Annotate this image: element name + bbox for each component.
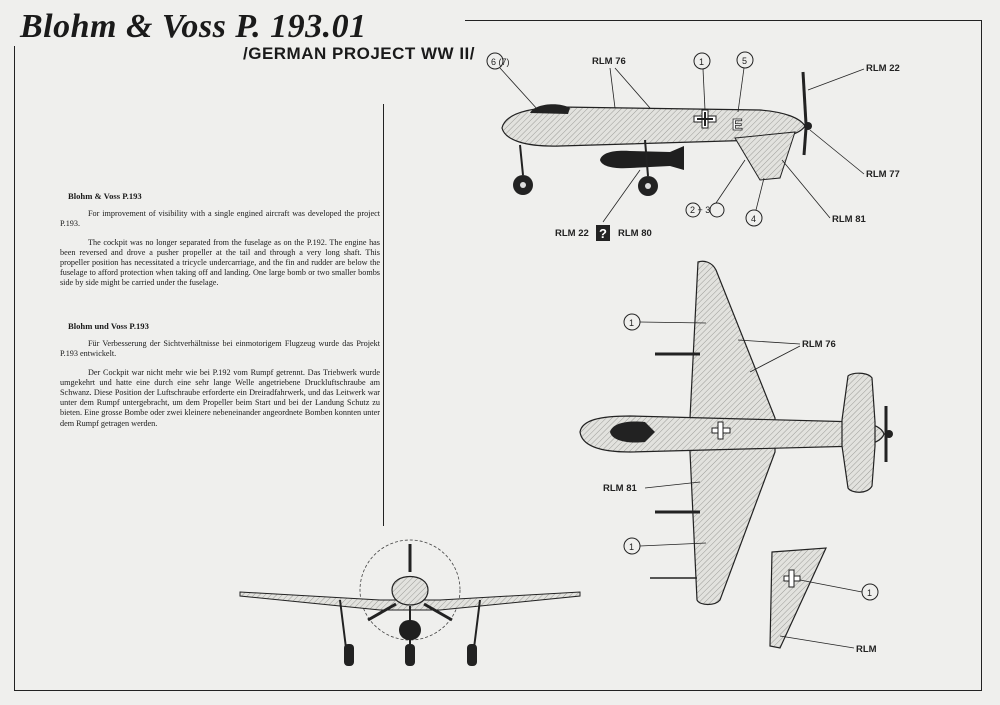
side-fuselage-code: E <box>732 117 743 134</box>
callout-6-7-label: 6 (7) <box>491 57 510 67</box>
label-rlm81-side: RLM 81 <box>832 214 867 225</box>
english-heading: Blohm & Voss P.193 <box>68 191 142 201</box>
callout-1-top-label: 1 <box>629 318 634 328</box>
callout-1-side-label: 1 <box>699 57 704 67</box>
page-subtitle: /GERMAN PROJECT WW II/ <box>243 44 475 63</box>
leader-rlm81-top <box>644 481 701 489</box>
side-view: E 6 (7) RLM 76 1 5 RLM 22 RLM 77 RLM 81 … <box>486 51 900 241</box>
leader-1-bottom <box>639 542 707 547</box>
label-rlm76-side: RLM 76 <box>592 56 626 67</box>
leader-rlm76-b <box>614 67 651 109</box>
german-paragraph-2: Der Cockpit war nicht mehr wie bei P.192… <box>60 367 380 428</box>
leader-rlm77 <box>809 129 865 175</box>
top-spinner <box>885 430 893 438</box>
callout-5-label: 5 <box>742 56 747 66</box>
leader-rlm-detail <box>779 635 855 649</box>
leader-2-3 <box>715 159 746 204</box>
side-ventral-fin <box>734 131 796 181</box>
front-nose-wheel <box>405 644 415 666</box>
label-rlm76-top: RLM 76 <box>802 339 836 350</box>
question-mark: ? <box>599 226 607 241</box>
side-bomb <box>600 146 684 170</box>
side-prop-blade-top <box>801 71 808 125</box>
english-paragraph-1: For improvement of visibility with a sin… <box>60 209 380 229</box>
top-tailplane <box>841 372 876 493</box>
side-spinner <box>804 122 812 130</box>
callout-circle-3 <box>709 202 725 218</box>
side-nose-wheel-hub <box>520 182 526 188</box>
leader-rlm76-top-a <box>737 339 801 345</box>
english-text-block: Blohm & Voss P.193 For improvement of vi… <box>60 191 380 297</box>
top-view: 1 RLM 76 RLM 81 1 <box>579 260 893 606</box>
frame-bottom-border <box>14 690 982 691</box>
label-rlm22-bottom: RLM 22 <box>555 228 589 239</box>
callout-2-3-label: 2 + 3 <box>690 205 710 215</box>
callout-circle-6 <box>486 52 504 70</box>
english-paragraph-2: The cockpit was no longer separated from… <box>60 237 380 288</box>
detail-cross-marking <box>783 569 801 588</box>
frame-top-border <box>465 20 982 21</box>
front-prop-blade-left <box>367 602 397 622</box>
callout-1-bottom-label: 1 <box>629 542 634 552</box>
label-rlm77: RLM 77 <box>866 169 900 180</box>
callout-circle-4 <box>745 209 763 227</box>
label-rlm22-top: RLM 22 <box>866 63 900 74</box>
side-canopy <box>530 104 570 114</box>
leader-rlm76-a <box>609 67 616 109</box>
frame-right-border <box>981 20 982 690</box>
top-fuselage <box>579 415 885 453</box>
leader-5 <box>737 67 745 113</box>
leader-rlm76-top-b <box>749 345 801 373</box>
front-prop-disc <box>359 539 461 641</box>
front-prop-blade-right <box>423 602 453 622</box>
leader-4 <box>755 177 765 211</box>
leader-rlm81-side <box>781 159 831 219</box>
callout-circle-1-side <box>693 52 711 70</box>
side-main-gear-leg <box>644 139 649 177</box>
front-bomb <box>399 620 421 640</box>
detail-wing-panel <box>769 547 827 649</box>
label-rlm80: RLM 80 <box>618 228 652 239</box>
german-paragraph-1: Für Verbesserung der Sichtverhältnisse b… <box>60 339 380 359</box>
leader-rlm80 <box>602 169 641 223</box>
leader-1-top <box>639 321 707 324</box>
side-prop-blade-bottom <box>802 127 808 156</box>
wing-detail-view: 1 RLM <box>769 547 879 655</box>
frame-left-border <box>14 46 15 690</box>
top-cross-marking <box>711 421 731 440</box>
callout-circle-2 <box>685 202 701 218</box>
text-column-divider <box>383 104 384 526</box>
german-text-block: Blohm und Voss P.193 Für Verbesserung de… <box>60 321 380 437</box>
front-view <box>239 539 581 666</box>
label-rlm-partial: RLM <box>856 644 877 655</box>
page-title: Blohm & Voss P. 193.01 <box>20 8 367 45</box>
front-fuselage <box>391 576 429 606</box>
front-right-gear-leg <box>473 599 481 649</box>
front-left-gear-leg <box>339 599 347 649</box>
callout-1-detail-label: 1 <box>867 588 872 598</box>
german-heading: Blohm und Voss P.193 <box>68 321 149 331</box>
callout-circle-5 <box>736 51 754 69</box>
leader-rlm22-top <box>807 68 865 91</box>
leader-1-detail <box>799 579 863 593</box>
callout-4-label: 4 <box>751 214 756 224</box>
label-rlm81-top: RLM 81 <box>603 483 638 494</box>
leader-6 <box>499 67 539 111</box>
side-main-wheel-hub <box>645 183 651 189</box>
side-nose-gear-leg <box>519 144 524 176</box>
front-right-wheel <box>467 644 477 666</box>
leader-1-side <box>702 68 706 111</box>
top-canopy <box>610 421 655 443</box>
front-left-wheel <box>344 644 354 666</box>
question-box <box>596 225 610 241</box>
